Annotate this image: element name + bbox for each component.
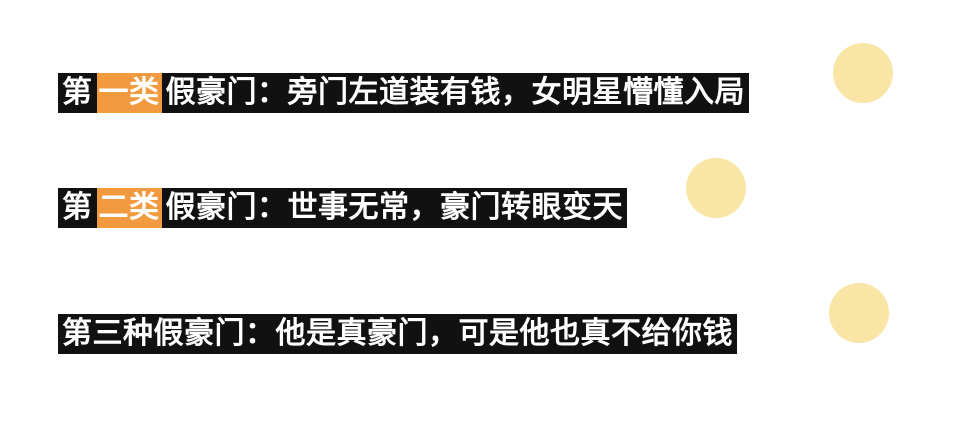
decorative-circle-3 bbox=[829, 283, 889, 343]
headline-3: 第三种假豪门：他是真豪门，可是他也真不给你钱 bbox=[58, 314, 737, 354]
decorative-circle-1 bbox=[833, 43, 893, 103]
headline-1-rest: 假豪门：旁门左道装有钱，女明星懵懂入局 bbox=[165, 75, 745, 110]
headline-2: 第 二类 假豪门：世事无常，豪门转眼变天 bbox=[58, 188, 627, 228]
headline-2-highlight: 二类 bbox=[96, 188, 162, 228]
decorative-circle-2 bbox=[686, 158, 746, 218]
headline-1-highlight: 一类 bbox=[96, 73, 162, 113]
headline-2-rest: 假豪门：世事无常，豪门转眼变天 bbox=[165, 190, 623, 225]
headline-1-prefix: 第 bbox=[62, 75, 93, 110]
headline-3-text: 第三种假豪门：他是真豪门，可是他也真不给你钱 bbox=[62, 316, 733, 351]
headline-2-prefix: 第 bbox=[62, 190, 93, 225]
headline-1: 第 一类 假豪门：旁门左道装有钱，女明星懵懂入局 bbox=[58, 73, 749, 113]
